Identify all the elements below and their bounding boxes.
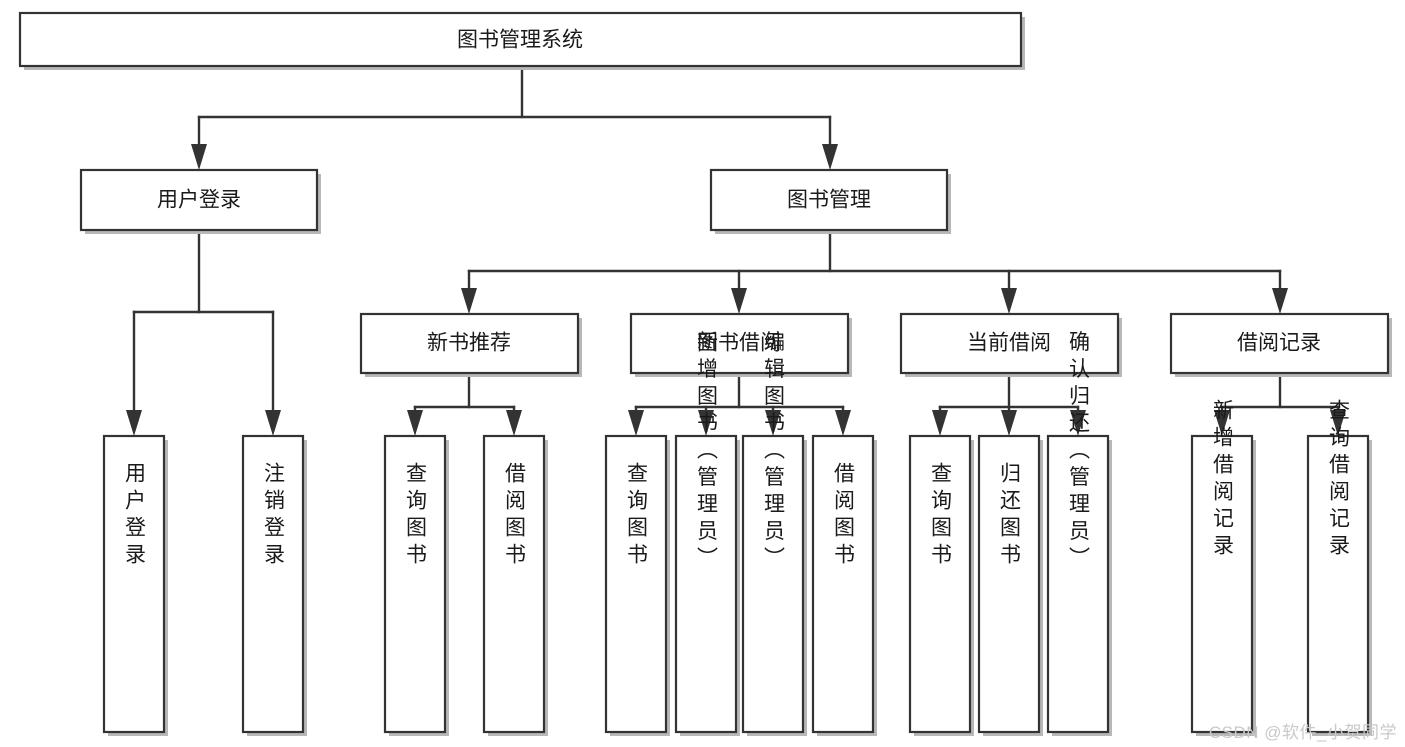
node-root[interactable]: 图书管理系统 bbox=[18, 11, 1025, 70]
node-leaf-add-record-label: 新增借阅记录 bbox=[1211, 399, 1235, 561]
node-leaf-query-book-3[interactable]: 查询图书 bbox=[908, 434, 974, 736]
node-leaf-confirm-return-label: 确认归还（管理员） bbox=[1067, 331, 1091, 574]
node-leaf-edit-book[interactable]: 编辑图书（管理员） bbox=[741, 331, 807, 737]
node-leaf-query-book-2[interactable]: 查询图书 bbox=[604, 434, 670, 736]
node-leaf-return-book[interactable]: 归还图书 bbox=[977, 434, 1043, 736]
node-leaf-query-book-1-box[interactable] bbox=[383, 434, 447, 734]
node-leaf-query-record-box[interactable] bbox=[1306, 434, 1370, 734]
node-leaf-return-book-label: 归还图书 bbox=[998, 462, 1022, 570]
node-book-borrow-box[interactable] bbox=[629, 312, 850, 375]
node-leaf-user-logout-box[interactable] bbox=[241, 434, 305, 734]
node-leaf-edit-book-box[interactable] bbox=[741, 434, 805, 734]
connector-group bbox=[126, 66, 1346, 436]
node-user-login[interactable]: 用户登录 bbox=[79, 168, 321, 234]
node-new-book-rec[interactable]: 新书推荐 bbox=[359, 312, 582, 377]
arrow-leaf-confirm-return bbox=[1070, 410, 1086, 436]
node-leaf-edit-book-label: 编辑图书（管理员） bbox=[762, 331, 786, 574]
node-user-login-box[interactable] bbox=[79, 168, 319, 232]
node-book-borrow[interactable]: 图书借阅 bbox=[629, 312, 852, 377]
arrow-leaf-borrow-book-2 bbox=[835, 410, 851, 436]
node-book-manage-box[interactable] bbox=[709, 168, 949, 232]
arrow-leaf-query-book-3 bbox=[932, 410, 948, 436]
node-leaf-confirm-return[interactable]: 确认归还（管理员） bbox=[1046, 331, 1112, 737]
arrow-leaf-query-record bbox=[1330, 410, 1346, 436]
arrow-to-book-borrow bbox=[731, 288, 747, 314]
node-leaf-user-login-box[interactable] bbox=[102, 434, 166, 734]
arrow-leaf-query-book-2 bbox=[628, 410, 644, 436]
arrow-leaf-user-login bbox=[126, 410, 142, 436]
node-leaf-user-logout[interactable]: 注销登录 bbox=[241, 434, 307, 736]
node-borrow-record-box[interactable] bbox=[1169, 312, 1390, 375]
node-current-borrow-label: 当前借阅 bbox=[967, 332, 1051, 355]
node-leaf-query-book-1-label: 查询图书 bbox=[404, 462, 428, 570]
node-new-book-rec-box[interactable] bbox=[359, 312, 580, 375]
arrow-leaf-add-record bbox=[1214, 410, 1230, 436]
node-leaf-query-book-2-box[interactable] bbox=[604, 434, 668, 734]
node-new-book-rec-label: 新书推荐 bbox=[427, 332, 511, 355]
arrow-to-book-manage bbox=[822, 144, 838, 170]
node-leaf-add-book[interactable]: 新增图书（管理员） bbox=[674, 331, 740, 737]
arrow-leaf-user-logout bbox=[265, 410, 281, 436]
node-leaf-user-logout-label: 注销登录 bbox=[262, 462, 286, 570]
node-root-box[interactable] bbox=[18, 11, 1023, 68]
node-leaf-add-book-label: 新增图书（管理员） bbox=[695, 331, 719, 574]
node-book-borrow-label: 图书借阅 bbox=[697, 332, 781, 355]
node-leaf-return-book-box[interactable] bbox=[977, 434, 1041, 734]
arrow-to-borrow-record bbox=[1272, 288, 1288, 314]
arrow-leaf-add-book bbox=[698, 410, 714, 436]
node-current-borrow[interactable]: 当前借阅 bbox=[899, 312, 1122, 377]
node-leaf-user-login[interactable]: 用户登录 bbox=[102, 434, 168, 736]
node-leaf-query-book-2-label: 查询图书 bbox=[625, 462, 649, 570]
node-borrow-record[interactable]: 借阅记录 bbox=[1169, 312, 1392, 377]
node-leaf-add-record-box[interactable] bbox=[1190, 434, 1254, 734]
node-leaf-query-record-label: 查询借阅记录 bbox=[1327, 399, 1351, 561]
node-leaf-add-record[interactable]: 新增借阅记录 bbox=[1190, 399, 1256, 736]
node-current-borrow-box[interactable] bbox=[899, 312, 1120, 375]
arrow-leaf-return-book bbox=[1001, 410, 1017, 436]
node-leaf-query-book-3-label: 查询图书 bbox=[929, 462, 953, 570]
arrow-to-user-login bbox=[191, 144, 207, 170]
node-leaf-query-book-1[interactable]: 查询图书 bbox=[383, 434, 449, 736]
node-leaf-borrow-book-2-box[interactable] bbox=[811, 434, 875, 734]
node-leaf-borrow-book-1-label: 借阅图书 bbox=[503, 462, 527, 570]
node-leaf-borrow-book-1[interactable]: 借阅图书 bbox=[482, 434, 548, 736]
node-leaf-confirm-return-box[interactable] bbox=[1046, 434, 1110, 734]
node-book-manage-label: 图书管理 bbox=[787, 189, 871, 212]
node-leaf-query-book-3-box[interactable] bbox=[908, 434, 972, 734]
node-root-label: 图书管理系统 bbox=[457, 29, 583, 52]
node-leaf-borrow-book-2[interactable]: 借阅图书 bbox=[811, 434, 877, 736]
node-leaf-user-login-label: 用户登录 bbox=[123, 462, 147, 570]
arrow-leaf-query-book-1 bbox=[407, 410, 423, 436]
arrow-leaf-edit-book bbox=[765, 410, 781, 436]
arrow-leaf-borrow-book-1 bbox=[506, 410, 522, 436]
node-leaf-borrow-book-2-label: 借阅图书 bbox=[832, 462, 856, 570]
node-user-login-label: 用户登录 bbox=[157, 189, 241, 212]
arrow-to-new-book-rec bbox=[461, 288, 477, 314]
arrow-to-current-borrow bbox=[1001, 288, 1017, 314]
node-borrow-record-label: 借阅记录 bbox=[1237, 332, 1321, 355]
node-book-manage[interactable]: 图书管理 bbox=[709, 168, 951, 234]
node-leaf-query-record[interactable]: 查询借阅记录 bbox=[1306, 399, 1372, 736]
node-leaf-add-book-box[interactable] bbox=[674, 434, 738, 734]
node-leaf-borrow-book-1-box[interactable] bbox=[482, 434, 546, 734]
